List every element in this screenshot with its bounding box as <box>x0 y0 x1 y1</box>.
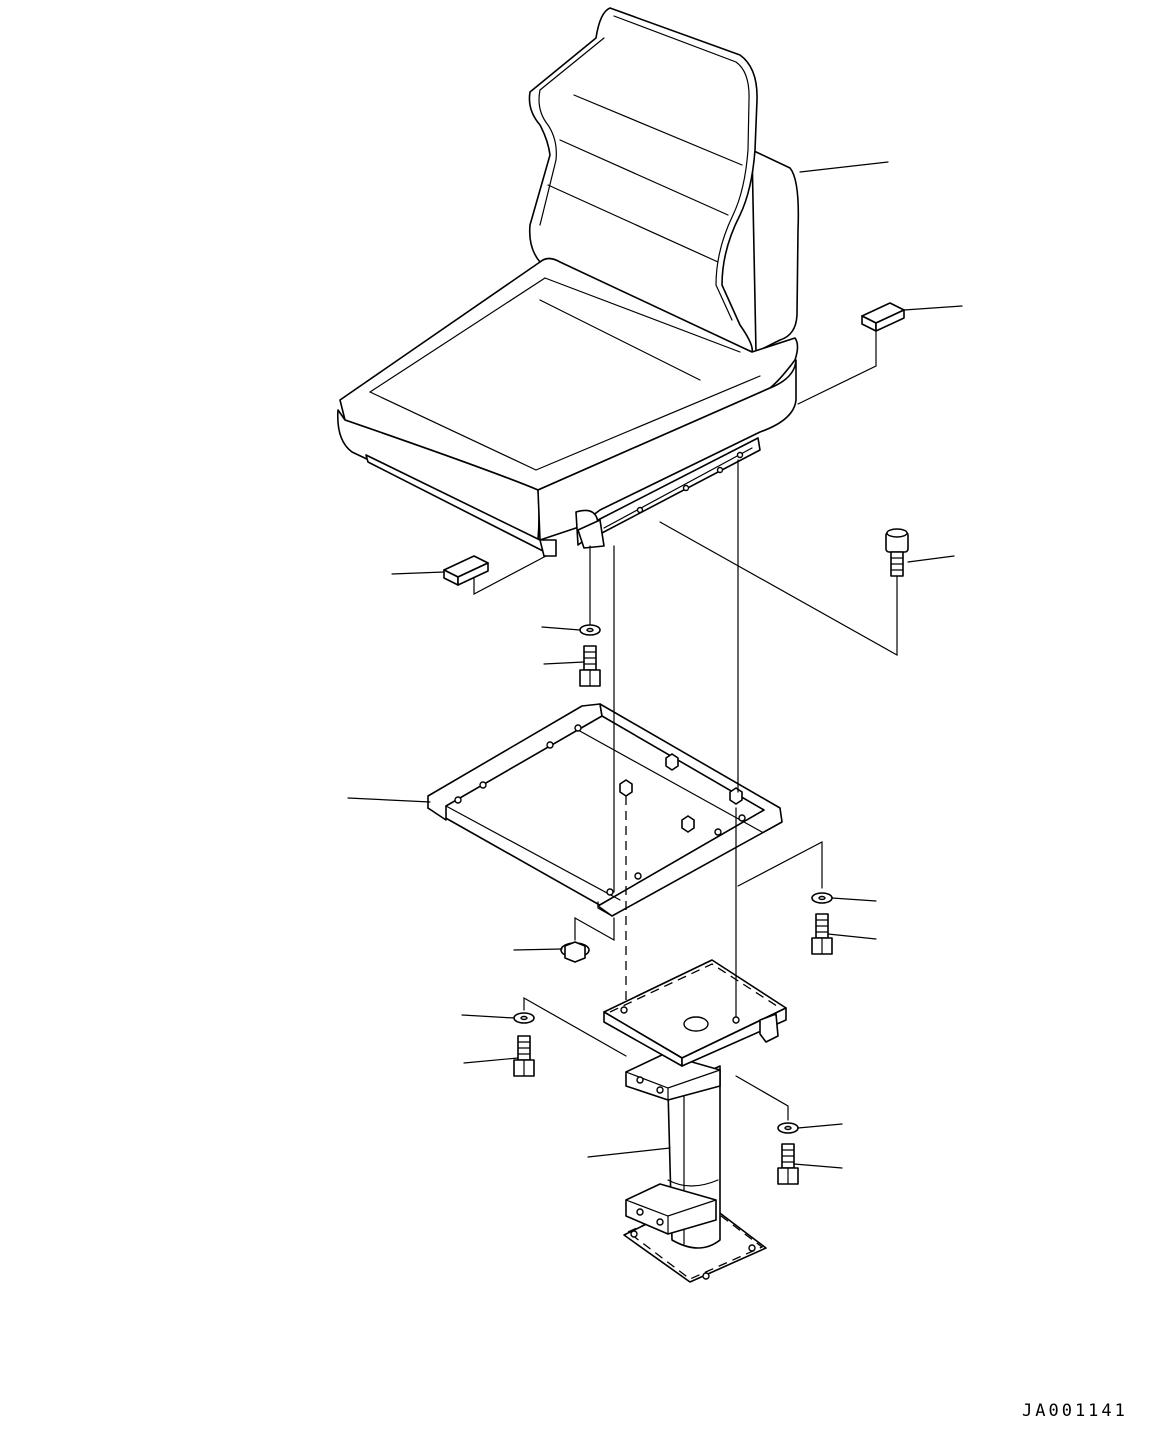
callout-leaders <box>347 161 963 1169</box>
hex-bolt-1 <box>579 645 601 687</box>
drawing-reference-code: JA001141 <box>1022 1401 1128 1421</box>
washer-1 <box>579 624 601 636</box>
socket-head-bolt <box>885 528 909 577</box>
assembly-lines <box>473 330 898 1121</box>
washer-3 <box>513 1012 535 1024</box>
operator-seat <box>336 7 800 557</box>
hex-bolt-3 <box>513 1035 535 1077</box>
seat-pedestal <box>603 959 787 1283</box>
hex-bolt-2 <box>811 913 833 955</box>
lever-bracket-left <box>443 555 489 586</box>
lever-bracket-right <box>861 302 905 332</box>
washer-2 <box>811 892 833 904</box>
flange-nut <box>560 941 590 963</box>
washer-4 <box>777 1122 799 1134</box>
hex-bolt-4 <box>777 1143 799 1185</box>
seat-mounting-plate <box>427 703 783 917</box>
